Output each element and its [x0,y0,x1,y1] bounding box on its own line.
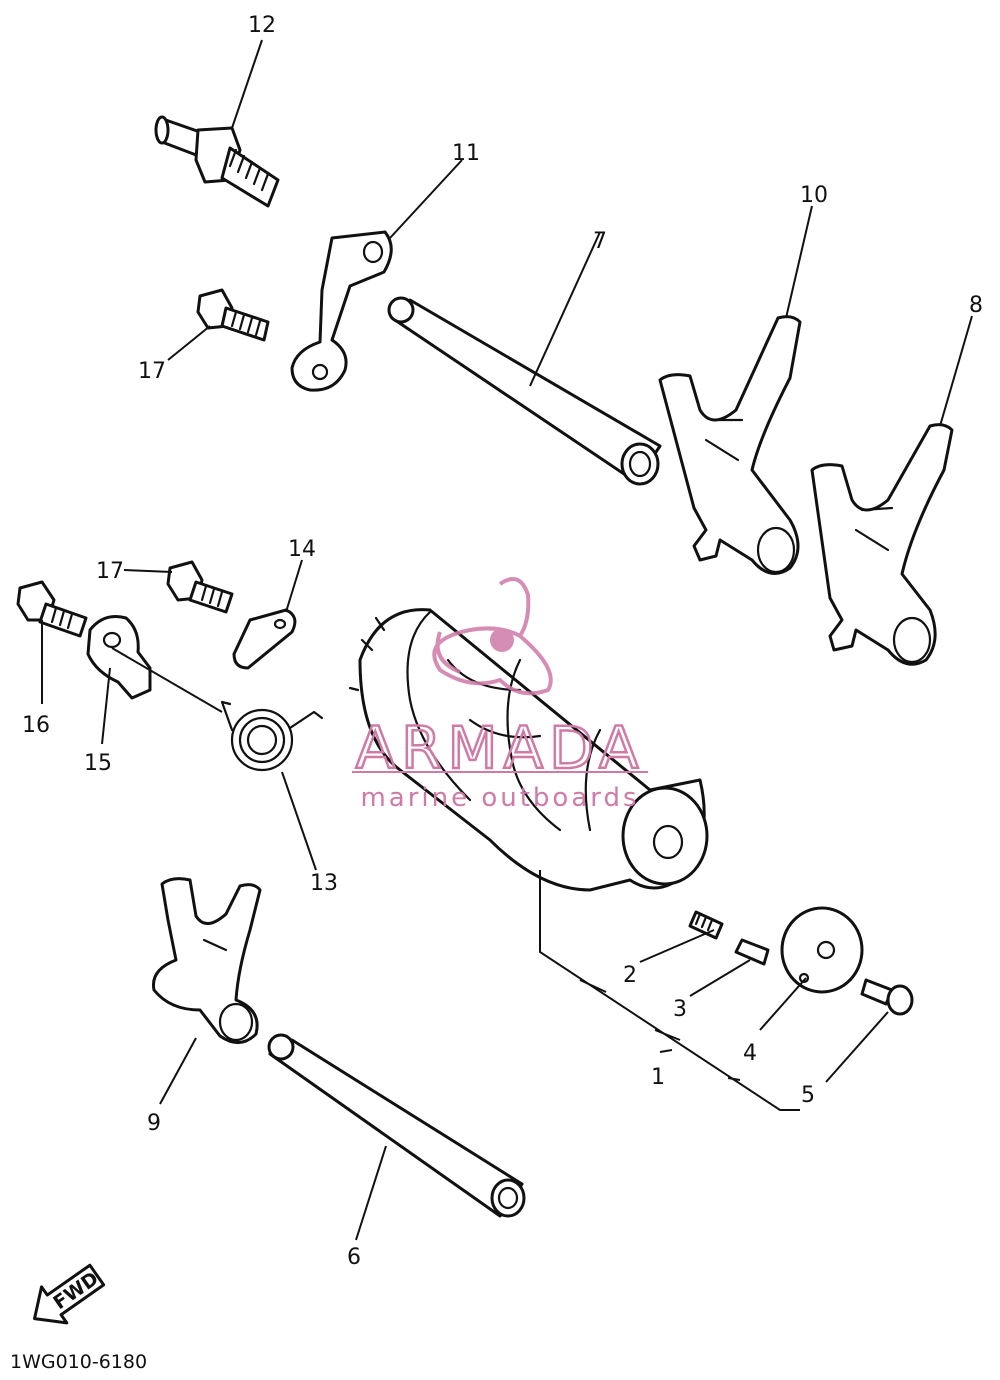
part-9-shift-fork [151,877,262,1044]
callout-14: 14 [288,537,316,562]
part-7-shift-fork-shaft [387,296,662,486]
part-10-shift-fork [658,315,802,575]
part-3-pin [734,938,770,966]
part-16-bolt [16,580,88,638]
part-13-torsion-spring [111,647,324,772]
callout-4: 4 [743,1041,757,1066]
callout-1: 1 [651,1065,665,1090]
callout-10: 10 [800,183,828,208]
part-4-plate [780,906,864,994]
callout-17-lower: 17 [96,559,124,584]
callout-8: 8 [969,293,983,318]
callout-5: 5 [801,1083,815,1108]
part-2-pin [688,910,724,940]
part-14-plate [232,608,297,670]
part-5-screw [860,978,914,1016]
callout-12: 12 [248,13,276,38]
callout-13: 13 [310,871,338,896]
fwd-arrow-icon: FWD [33,1263,106,1325]
callout-9: 9 [147,1111,161,1136]
callout-3: 3 [673,997,687,1022]
callout-15: 15 [84,751,112,776]
callout-7: 7 [593,229,607,254]
part-15-lever-collar [86,615,152,700]
part-12-stud-bolt [154,115,280,208]
callout-16: 16 [22,713,50,738]
watermark-logo-icon [432,576,553,696]
callout-6: 6 [347,1245,361,1270]
drawing-code: 1WG010-6180 [10,1351,147,1373]
part-17-bolt-lower [166,560,234,614]
part-8-shift-fork [810,423,954,666]
watermark-tagline: marine outboards [360,783,639,813]
part-11-stopper-lever [290,230,393,392]
part-17-bolt-upper [196,288,270,342]
callout-11: 11 [452,141,480,166]
callout-17-upper: 17 [138,359,166,384]
part-6-shift-fork-shaft [267,1033,526,1218]
callout-2: 2 [623,963,637,988]
